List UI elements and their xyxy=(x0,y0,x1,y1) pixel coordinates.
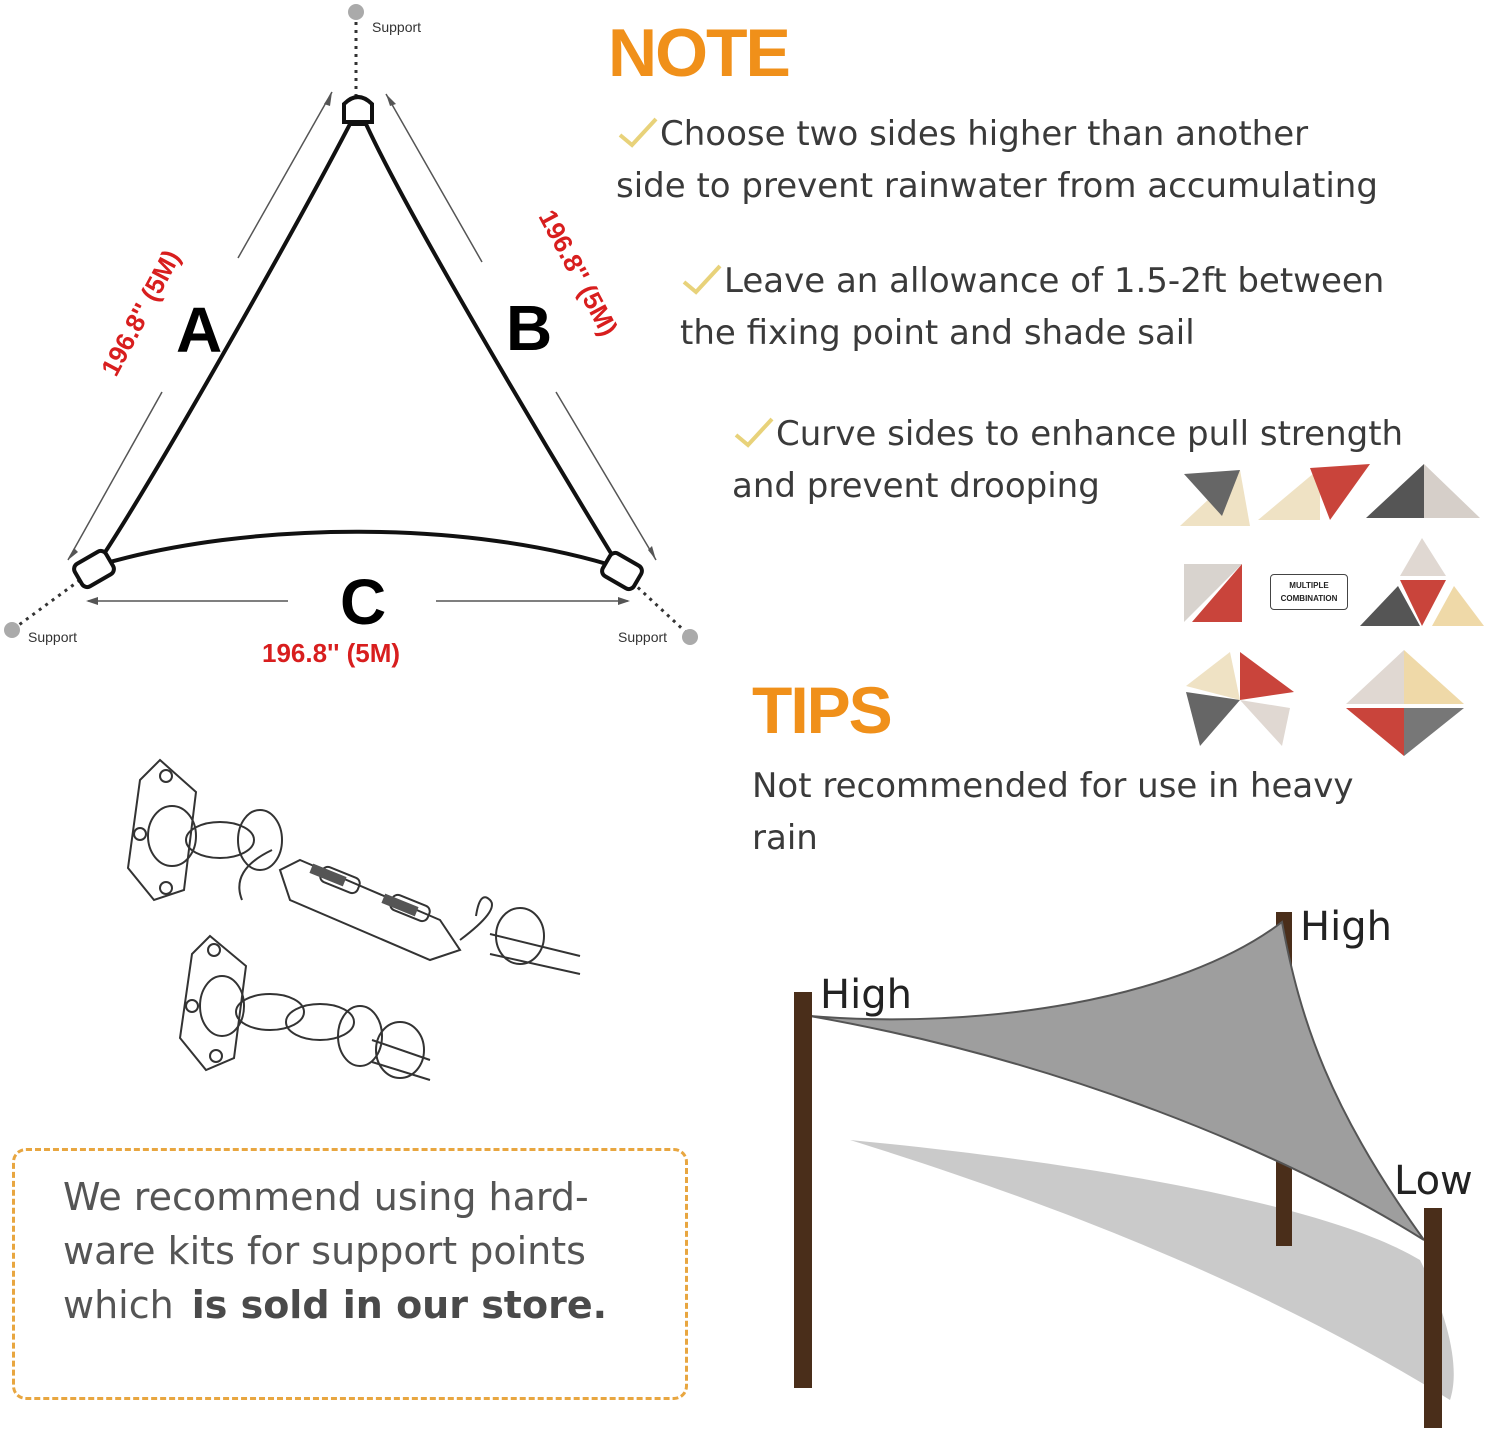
side-label-a: A xyxy=(176,294,222,366)
checkmark-icon xyxy=(734,417,774,448)
label-high-left: High xyxy=(820,972,912,1018)
recommend-line-2: ware kits for support points xyxy=(63,1229,586,1273)
note-item-1-text-1: Choose two sides higher than another xyxy=(660,114,1309,154)
triangle-sail-diagram: Support Support Support A B C 196.8'' (5… xyxy=(4,4,698,668)
multiple-combination-badge: MULTIPLE COMBINATION xyxy=(1270,574,1348,610)
note-item-3-line-1: Curve sides to enhance pull strength xyxy=(732,408,1403,460)
support-label-left: Support xyxy=(28,629,77,645)
support-label-top: Support xyxy=(372,19,421,35)
label-low: Low xyxy=(1394,1158,1473,1204)
sail-installation-illustration xyxy=(794,912,1454,1428)
recommend-hardware-box: We recommend using hard- ware kits for s… xyxy=(12,1148,688,1400)
note-title: NOTE xyxy=(608,15,791,91)
note-item-3-line-2: and prevent drooping xyxy=(732,466,1100,506)
support-point-right xyxy=(682,629,698,645)
recommend-line-3-plain: which xyxy=(63,1283,174,1327)
note-item-2-text-1: Leave an allowance of 1.5-2ft between xyxy=(724,261,1385,301)
support-point-left xyxy=(4,622,20,638)
support-point-top xyxy=(348,4,364,20)
note-item-1-line-1: Choose two sides higher than another xyxy=(616,108,1308,160)
hardware-kit-illustration xyxy=(126,758,581,1081)
recommend-line-3-bold: is sold in our store. xyxy=(191,1283,608,1327)
badge-line-2: COMBINATION xyxy=(1280,594,1338,603)
sail-shape xyxy=(809,920,1425,1241)
checkmark-icon xyxy=(618,117,658,148)
note-item-2-line-1: Leave an allowance of 1.5-2ft between xyxy=(680,255,1384,307)
dimension-side-c: 196.8'' (5M) xyxy=(262,638,400,668)
sail-outline xyxy=(91,122,625,572)
badge-line-1: MULTIPLE xyxy=(1289,581,1329,590)
side-label-c: C xyxy=(340,566,386,638)
pole-left xyxy=(794,992,812,1388)
sail-shadow xyxy=(850,1140,1454,1400)
dimension-side-a: 196.8'' (5M) xyxy=(95,245,186,381)
recommend-line-1: We recommend using hard- xyxy=(63,1175,589,1219)
pole-right xyxy=(1424,1208,1442,1428)
combination-thumbnails xyxy=(1180,464,1484,756)
label-high-right: High xyxy=(1300,904,1392,950)
note-item-2-line-2: the fixing point and shade sail xyxy=(680,313,1195,353)
side-label-b: B xyxy=(506,292,552,364)
tips-line-1: Not recommended for use in heavy xyxy=(752,766,1354,806)
tips-title: TIPS xyxy=(752,673,893,747)
recommend-line-3: which is sold in our store. xyxy=(63,1283,607,1327)
checkmark-icon xyxy=(682,264,722,295)
support-label-right: Support xyxy=(618,629,667,645)
note-item-1-line-2: side to prevent rainwater from accumulat… xyxy=(616,166,1378,206)
tips-line-2: rain xyxy=(752,818,818,858)
note-item-3-text-1: Curve sides to enhance pull strength xyxy=(776,414,1404,454)
